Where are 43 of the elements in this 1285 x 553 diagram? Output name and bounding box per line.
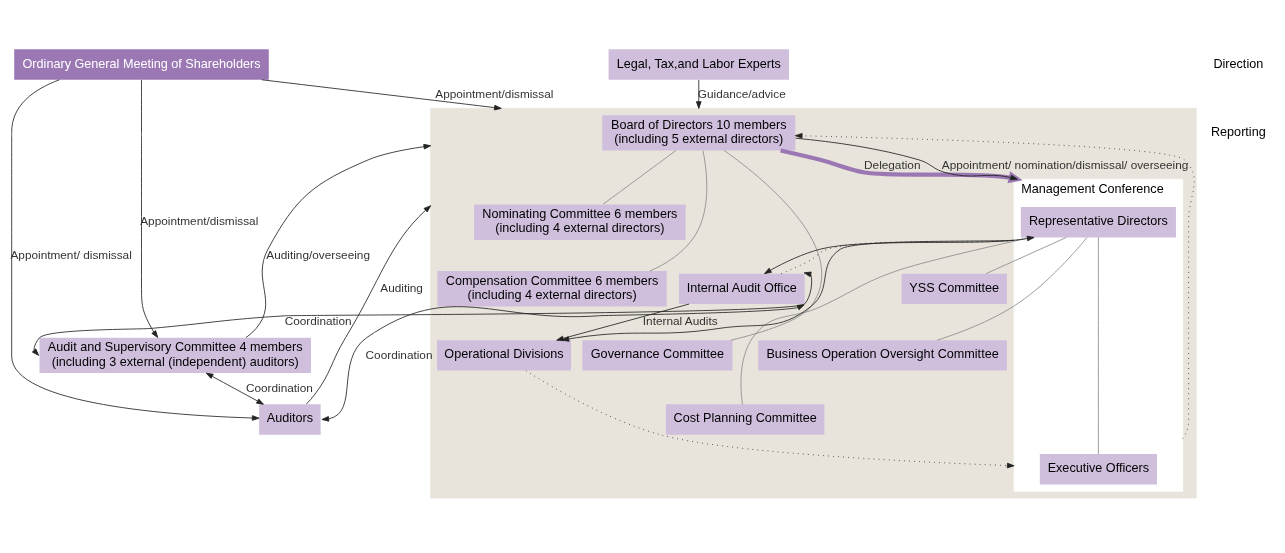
node-box: Internal Audit Office <box>678 273 805 304</box>
node-box: Cost Planning Committee <box>665 403 825 435</box>
arrow <box>245 143 432 338</box>
arrow <box>795 137 1018 180</box>
arrow <box>321 303 805 422</box>
legend-label: Reporting <box>1210 124 1266 139</box>
node-box: YSS Committee <box>901 273 1007 304</box>
arrow <box>794 132 1195 439</box>
edge-label: Auditing <box>380 280 423 295</box>
arrow <box>205 372 264 405</box>
edge-label: Appointment/ nomination/dismissal/ overseeing <box>941 157 1189 172</box>
arrow <box>305 204 432 404</box>
arrow <box>780 148 1023 183</box>
node-box: Legal, Tax,and Labor Experts <box>608 48 789 80</box>
node-box: Ordinary General Meeting of Shareholders <box>14 48 269 80</box>
arrow <box>261 78 502 110</box>
edge-label: Auditing/overseeing <box>266 247 370 262</box>
node-box: Business Operation Oversight Committee <box>758 339 1007 371</box>
connector <box>602 149 677 205</box>
connector <box>1097 236 1099 454</box>
arrow <box>11 78 260 421</box>
node-box: Auditors <box>259 403 321 435</box>
edge-label: Coordination <box>365 347 433 362</box>
edge-label: Delegation <box>864 157 921 172</box>
node-box: Representative Directors <box>1020 206 1176 237</box>
node-box: Audit and Supervisory Committee 4 members (including 3 external (independent) auditors) <box>39 337 311 373</box>
edge-label: Internal Audits <box>642 313 718 328</box>
edge-label: Appointment/dismissal <box>435 86 554 101</box>
connector <box>649 149 708 271</box>
arrow <box>525 369 1015 468</box>
node-box: Nominating Committee 6 members (including 4 external directors) <box>474 204 686 240</box>
node-box: Board of Directors 10 members (including 5 external directors) <box>602 114 796 151</box>
node-box: Executive Officers <box>1039 453 1157 484</box>
connector <box>936 236 1088 341</box>
arrow <box>141 79 159 338</box>
connector <box>985 236 1067 274</box>
legend-label: Direction <box>1213 56 1264 70</box>
node-box: Governance Committee <box>582 339 733 371</box>
edge-label: Coordination <box>245 380 313 395</box>
connector <box>723 149 823 341</box>
node-box: Operational Divisions <box>437 339 572 371</box>
node-box: Compensation Committee 6 members (including 4 external directors) <box>437 270 667 306</box>
edge-label: Coordination <box>284 313 352 328</box>
